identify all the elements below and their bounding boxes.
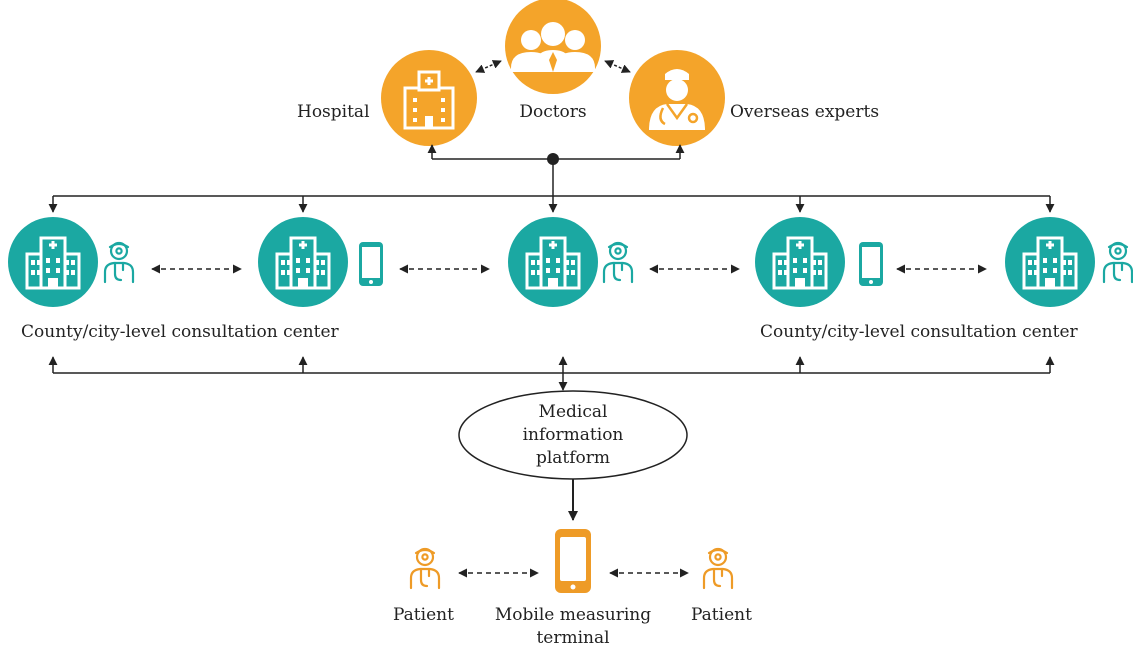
patient-label-left: Patient [393,605,454,625]
hospital-icon [506,215,600,309]
patient-icon [702,547,734,590]
group-of-doctors-icon [505,0,601,94]
platform-label-3: platform [535,448,611,468]
junction-dot [547,153,559,165]
bottom-connector [48,356,1055,391]
hospital-icon [6,215,100,309]
person-icon [103,241,135,284]
top-connector [48,144,1055,213]
patient-icon [409,547,441,590]
center-label-right: County/city-level consultation center [760,322,1078,342]
doctor-with-stethoscope-icon [629,50,725,146]
hospital-icon [1003,215,1097,309]
patient-label-right: Patient [691,605,752,625]
mobile-terminal-icon [555,529,591,593]
terminal-label-1: Mobile measuring [494,605,652,625]
center-label-left: County/city-level consultation center [21,322,339,342]
terminal-label-2: terminal [536,628,610,648]
hospital-building-icon [381,50,477,146]
person-icon [602,241,634,284]
person-icon [1102,241,1133,284]
hospital-label: Hospital [297,102,370,122]
hospital-icon [256,215,350,309]
overseas-experts-label: Overseas experts [730,102,880,122]
mobile-phone-icon [859,242,883,286]
doctors-label: Doctors [519,102,587,122]
platform-label-2: information [522,425,624,445]
hospital-icon [753,215,847,309]
platform-label-1: Medical [538,402,608,422]
mobile-phone-icon [359,242,383,286]
